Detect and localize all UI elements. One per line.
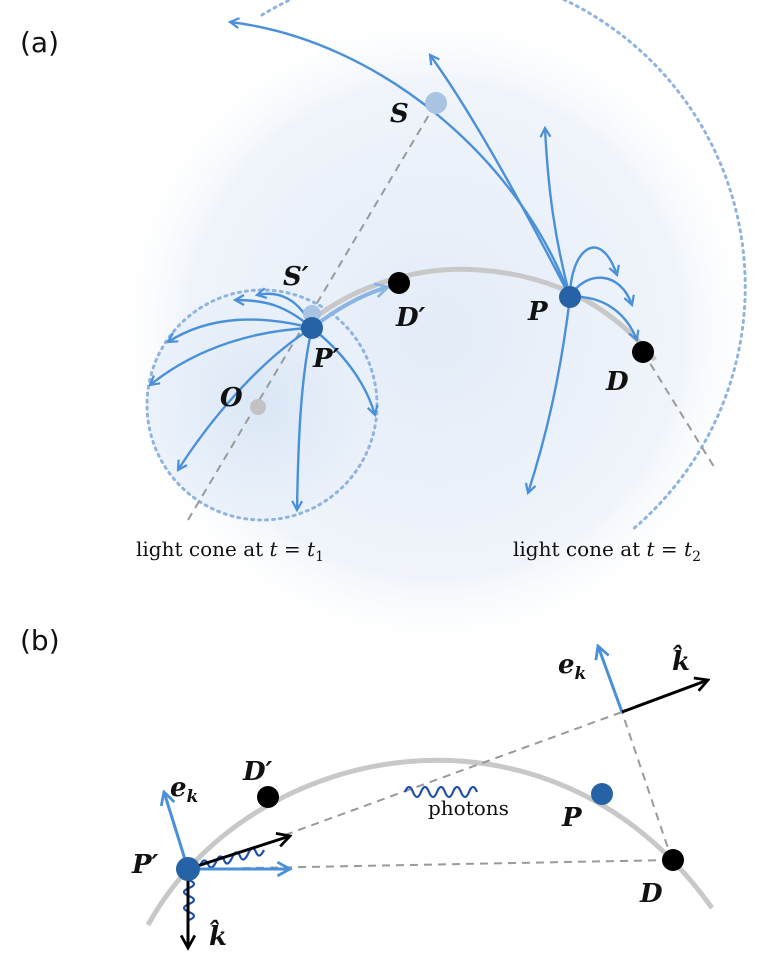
vector-k-hat-diag (187, 836, 290, 871)
b-label-k-hat-left: k̂ (209, 919, 227, 952)
b-label-k-hat-right: k̂ (672, 644, 690, 677)
b-point-d-prime-dot (257, 786, 279, 808)
point-s-dot (425, 92, 447, 114)
label-p: P (527, 297, 549, 327)
b-label-e-k-left: ek (170, 773, 198, 807)
photon-wave-3 (182, 878, 196, 922)
b-label-p: P (561, 803, 583, 833)
b-label-e-k-right: ek (558, 650, 586, 684)
label-s: S (390, 99, 409, 129)
point-p-dot (559, 286, 581, 308)
detector-trajectory (298, 266, 657, 362)
vector-e-k-right (598, 646, 624, 713)
label-d-prime: D′ (395, 303, 426, 333)
line-d-to-far (621, 711, 673, 861)
point-p-prime-dot (301, 317, 323, 339)
panel-b: (b) P′ D′ P D ek ek k̂ k̂ photons (20, 624, 715, 952)
b-label-d-prime: D′ (242, 757, 273, 787)
caption-cone-t1: light cone at t = t1 (136, 537, 324, 565)
detector-trajectory-b (145, 757, 715, 927)
b-point-p-dot (591, 783, 613, 805)
label-p-prime: P′ (312, 344, 340, 374)
point-d-dot (632, 341, 654, 363)
b-label-p-prime: P′ (131, 850, 159, 880)
b-label-d: D (639, 879, 663, 909)
label-s-prime: S′ (283, 262, 309, 292)
vector-e-k-left (164, 792, 190, 870)
vector-k-hat-right (621, 680, 708, 714)
panel-a: (a) (20, 0, 753, 648)
b-point-d-dot (662, 849, 684, 871)
point-d-prime-dot (388, 272, 410, 294)
photon-wave-1 (403, 785, 479, 799)
panel-b-label: (b) (20, 624, 60, 657)
line-p-prime-to-far (284, 711, 623, 836)
panel-a-label: (a) (20, 26, 59, 59)
label-o: O (220, 383, 243, 413)
line-p-prime-to-d (199, 859, 673, 870)
light-cone-t2-edge (260, 0, 747, 532)
b-point-p-prime-dot (176, 857, 200, 881)
caption-cone-t2: light cone at t = t2 (513, 537, 701, 565)
b-label-photons: photons (428, 796, 509, 820)
line-p-d-extension (642, 351, 717, 471)
label-d: D (605, 367, 629, 397)
photon-wave-2 (198, 847, 265, 869)
point-o-dot (250, 399, 266, 415)
rays-from-p (230, 22, 637, 493)
